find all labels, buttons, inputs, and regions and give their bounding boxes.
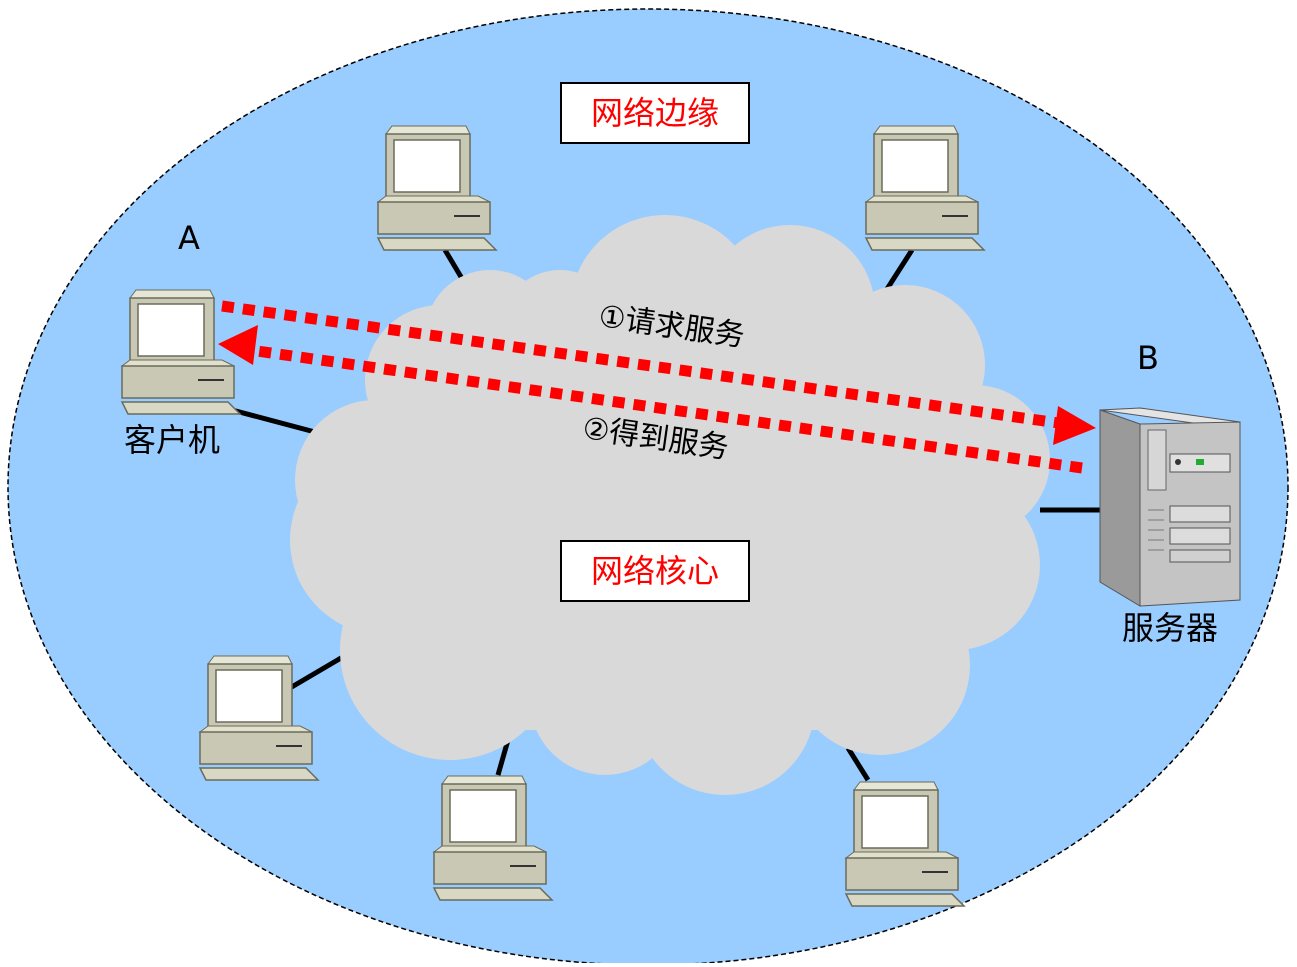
request-arrow: [221, 300, 1096, 445]
server-label: 服务器: [1122, 609, 1219, 647]
network-core-label: 网络核心: [560, 540, 750, 602]
client-letter: A: [178, 219, 200, 257]
server-letter: B: [1137, 339, 1159, 377]
link-bottom-right: [845, 746, 871, 782]
client-label: 客户机: [124, 421, 221, 459]
response-arrow: [218, 325, 1083, 474]
network-core-cloud: [290, 215, 1050, 795]
network-edge-label: 网络边缘: [560, 82, 750, 144]
server-icon[interactable]: [1099, 407, 1241, 607]
